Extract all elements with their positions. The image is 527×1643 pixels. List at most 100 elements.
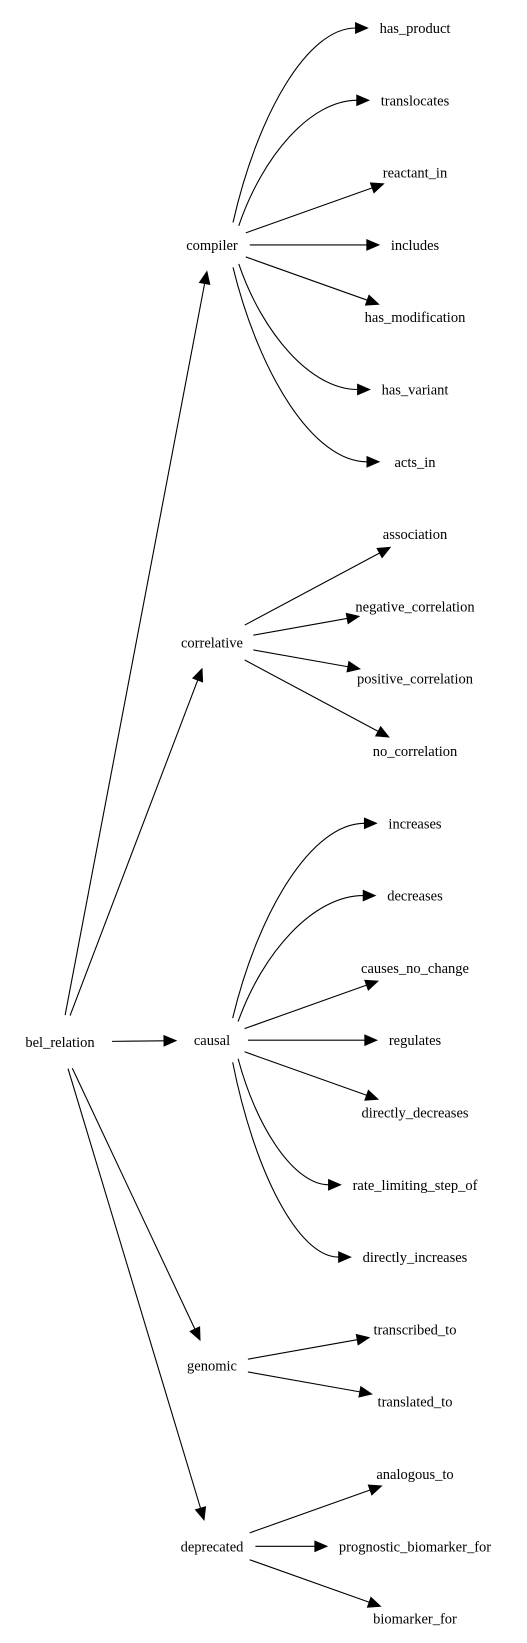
edge-bel_relation-to-correlative xyxy=(69,667,204,1016)
node-causal-increases: increases xyxy=(388,816,441,832)
edge-bel_relation-to-deprecated-arrowhead xyxy=(194,1506,207,1521)
edge-causal-to-causes_no_change-line xyxy=(244,984,367,1030)
node-compiler-has-product: has_product xyxy=(380,21,451,37)
edge-bel_relation-to-deprecated xyxy=(67,1068,207,1521)
node-correlative-association: association xyxy=(383,527,448,543)
node-causal-regulates: regulates xyxy=(389,1033,442,1049)
node-compiler-has-modification: has_modification xyxy=(365,310,466,326)
node-deprecated: deprecated xyxy=(181,1539,245,1555)
node-causal: causal xyxy=(194,1033,230,1049)
edge-causal-to-directly_decreases xyxy=(244,1051,380,1101)
node-layer: bel_relation compiler has_product transloca… xyxy=(25,21,491,1628)
node-compiler-translocates: translocates xyxy=(381,93,450,109)
edge-correlative-to-negative_correlation-arrowhead xyxy=(345,612,361,625)
node-causal-rate-limiting-step-of: rate_limiting_step_of xyxy=(353,1178,478,1194)
edge-compiler-to-has_modification-line xyxy=(245,256,368,301)
node-compiler: compiler xyxy=(186,238,238,254)
edge-deprecated-to-prognostic_biomarker_for xyxy=(255,1540,329,1553)
edge-causal-to-decreases-line xyxy=(237,895,364,1022)
node-compiler-reactant-in: reactant_in xyxy=(383,166,448,182)
edge-genomic-to-transcribed_to xyxy=(247,1333,371,1360)
edge-layer xyxy=(64,22,392,1608)
edge-causal-to-decreases-arrowhead xyxy=(362,889,377,902)
edge-compiler-to-includes xyxy=(249,238,381,251)
edge-bel_relation-to-genomic-line xyxy=(71,1067,196,1330)
edge-deprecated-to-analogous_to xyxy=(249,1484,383,1534)
edge-correlative-to-no_correlation-arrowhead xyxy=(374,725,390,738)
edge-correlative-to-association xyxy=(244,546,392,626)
edge-bel_relation-to-causal-arrowhead xyxy=(163,1034,178,1047)
edge-causal-to-decreases xyxy=(237,889,377,1022)
edge-causal-to-directly_increases-line xyxy=(232,1062,339,1258)
edge-causal-to-directly_decreases-arrowhead xyxy=(364,1089,380,1101)
node-compiler-has-variant: has_variant xyxy=(382,383,449,399)
edge-compiler-to-acts_in xyxy=(232,267,381,468)
edge-bel_relation-to-compiler xyxy=(64,270,211,1016)
edge-genomic-to-transcribed_to-line xyxy=(247,1339,358,1360)
edge-compiler-to-acts_in-line xyxy=(232,267,368,463)
edge-compiler-to-has_variant-line xyxy=(238,263,358,391)
node-causal-directly-decreases: directly_decreases xyxy=(361,1106,468,1122)
node-genomic-translated-to: translated_to xyxy=(378,1395,453,1411)
edge-bel_relation-to-correlative-arrowhead xyxy=(191,667,204,683)
node-correlative-no-correlation: no_correlation xyxy=(373,744,458,760)
edge-deprecated-to-biomarker_for-arrowhead xyxy=(366,1596,382,1608)
edge-causal-to-increases-line xyxy=(232,822,365,1019)
edge-deprecated-to-prognostic_biomarker_for-arrowhead xyxy=(314,1540,329,1553)
node-compiler-includes: includes xyxy=(391,238,440,254)
edge-bel_relation-to-genomic-arrowhead xyxy=(189,1326,201,1342)
edge-causal-to-causes_no_change-arrowhead xyxy=(364,979,380,991)
edge-causal-to-directly_increases xyxy=(232,1062,352,1264)
node-deprecated-prognostic-biomarker-for: prognostic_biomarker_for xyxy=(339,1539,491,1555)
edge-compiler-to-includes-arrowhead xyxy=(366,238,381,251)
edge-genomic-to-translated_to-arrowhead xyxy=(358,1385,373,1398)
edge-bel_relation-to-compiler-arrowhead xyxy=(198,270,211,286)
edge-compiler-to-reactant_in-line xyxy=(245,187,373,234)
edge-genomic-to-transcribed_to-arrowhead xyxy=(355,1333,371,1346)
edge-causal-to-increases-arrowhead xyxy=(363,817,378,830)
edge-correlative-to-association-arrowhead xyxy=(376,546,392,559)
node-deprecated-biomarker-for: biomarker_for xyxy=(373,1612,457,1628)
edge-compiler-to-has_product xyxy=(232,22,369,223)
node-correlative-positive-correlation: positive_correlation xyxy=(357,672,474,688)
edge-bel_relation-to-deprecated-line xyxy=(67,1068,202,1509)
edge-compiler-to-has_modification-arrowhead xyxy=(364,294,380,306)
edge-causal-to-rate_limiting_step_of xyxy=(237,1058,342,1191)
node-genomic: genomic xyxy=(187,1359,237,1375)
edge-causal-to-regulates xyxy=(248,1034,379,1047)
edge-bel_relation-to-causal xyxy=(111,1034,178,1047)
edge-correlative-to-negative_correlation-line xyxy=(253,617,348,636)
edge-bel_relation-to-correlative-line xyxy=(69,679,199,1016)
edge-correlative-to-positive_correlation xyxy=(253,649,362,673)
edge-deprecated-to-biomarker_for-line xyxy=(249,1559,370,1603)
node-correlative: correlative xyxy=(181,636,243,652)
node-causal-decreases: decreases xyxy=(387,889,443,905)
node-causal-directly-increases: directly_increases xyxy=(363,1250,468,1266)
edge-causal-to-increases xyxy=(232,817,378,1019)
node-bel-relation: bel_relation xyxy=(25,1035,95,1051)
node-correlative-negative-correlation: negative_correlation xyxy=(355,599,475,615)
edge-compiler-to-has_product-line xyxy=(232,27,356,223)
node-genomic-transcribed-to: transcribed_to xyxy=(374,1322,457,1338)
edge-causal-to-rate_limiting_step_of-line xyxy=(237,1058,329,1186)
edge-deprecated-to-analogous_to-arrowhead xyxy=(367,1484,383,1496)
edge-correlative-to-no_correlation-line xyxy=(244,659,379,732)
edge-compiler-to-translocates-line xyxy=(238,99,357,227)
edge-compiler-to-acts_in-arrowhead xyxy=(366,455,381,468)
edge-causal-to-regulates-arrowhead xyxy=(364,1034,379,1047)
edge-causal-to-rate_limiting_step_of-arrowhead xyxy=(328,1178,342,1191)
edge-compiler-to-has_modification xyxy=(245,256,380,306)
edge-correlative-to-association-line xyxy=(244,552,380,626)
edge-genomic-to-translated_to xyxy=(247,1371,373,1398)
edge-genomic-to-translated_to-line xyxy=(247,1371,360,1393)
edge-compiler-to-translocates-arrowhead xyxy=(356,94,371,107)
edge-correlative-to-no_correlation xyxy=(244,659,390,738)
edge-bel_relation-to-compiler-line xyxy=(64,283,206,1016)
node-causal-causes-no-change: causes_no_change xyxy=(361,961,469,977)
edge-compiler-to-has_product-arrowhead xyxy=(355,22,369,34)
node-deprecated-analogous-to: analogous_to xyxy=(376,1467,453,1483)
edge-deprecated-to-biomarker_for xyxy=(249,1559,382,1608)
node-compiler-acts-in: acts_in xyxy=(394,455,436,471)
edge-deprecated-to-analogous_to-line xyxy=(249,1489,371,1534)
